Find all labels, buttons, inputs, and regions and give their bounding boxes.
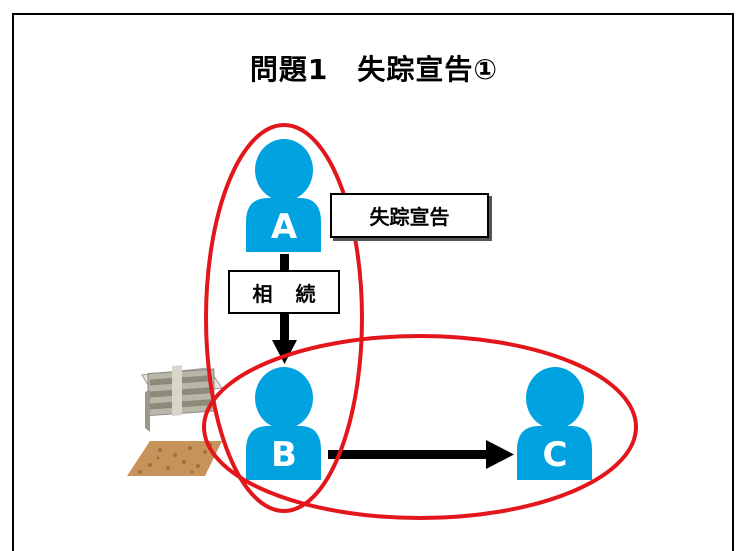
person-a: A xyxy=(246,139,321,252)
disappearance-declaration-label: 失踪宣告 xyxy=(330,193,489,238)
person-b-body xyxy=(246,426,321,480)
person-b-head xyxy=(255,367,313,429)
banknote-bundle-icon xyxy=(141,365,223,432)
highlight-ellipse-b-c xyxy=(202,334,638,520)
person-a-body xyxy=(246,198,321,252)
property-icon xyxy=(127,365,223,476)
highlight-ellipse-a-b xyxy=(204,123,364,513)
arrow-b-to-c xyxy=(328,440,514,469)
person-c-body xyxy=(517,426,592,480)
page-title: 問題1 失踪宣告① xyxy=(249,53,499,86)
person-a-label: A xyxy=(271,207,298,247)
person-b-label: B xyxy=(271,435,297,475)
person-b: B xyxy=(246,367,321,480)
slide-frame xyxy=(12,13,734,551)
person-c: C xyxy=(517,367,592,480)
person-a-head xyxy=(255,139,313,201)
inheritance-label: 相 続 xyxy=(228,270,340,314)
person-c-label: C xyxy=(543,435,568,475)
person-c-head xyxy=(526,367,584,429)
